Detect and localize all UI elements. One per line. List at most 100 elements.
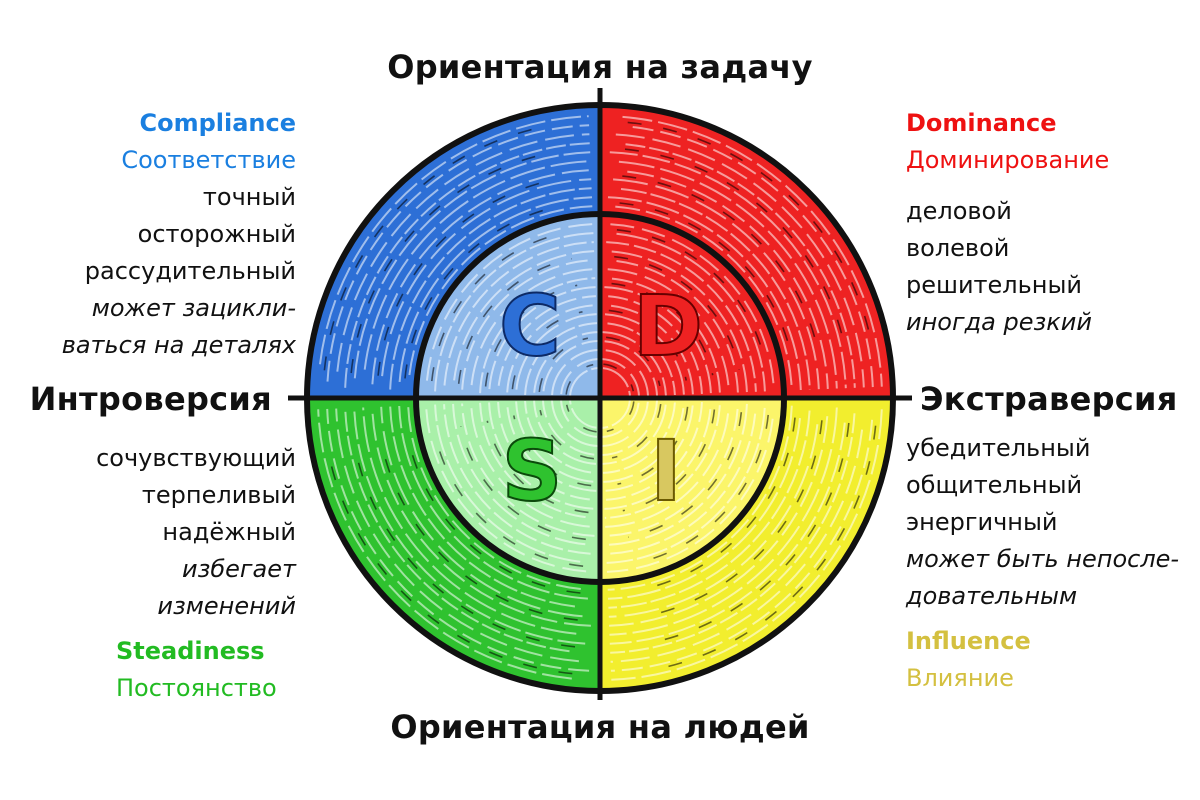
ring-stroke (601, 401, 649, 447)
influence-caveat: довательным (906, 582, 1078, 610)
compliance-title-en: Compliance (139, 109, 296, 137)
influence-block: убедительный общительный энергичный може… (906, 430, 1179, 697)
ring-stroke (371, 169, 591, 385)
ring-stroke (434, 404, 581, 563)
ring-stroke (602, 358, 640, 397)
ring-stroke-dark (627, 121, 873, 344)
ring-stroke-dark (565, 404, 597, 433)
ring-stroke (611, 277, 721, 394)
ring-stroke (453, 250, 595, 381)
ring-stroke-dark (614, 255, 740, 370)
ring-stroke-dark (628, 412, 743, 538)
ring-stroke-dark (616, 229, 767, 365)
axis-label-right: Экстраверсия (920, 380, 1178, 418)
ring-stroke-dark (539, 409, 594, 460)
ring-stroke-dark (460, 426, 586, 541)
ring-stroke-dark (611, 282, 714, 376)
compliance-trait: точный (202, 183, 296, 211)
steadiness-trait: сочувствующий (96, 444, 296, 472)
ring-stroke-dark (486, 420, 589, 514)
ring-stroke (443, 241, 594, 386)
influence-caveat: может быть непосле- (906, 545, 1180, 573)
ring-stroke (542, 340, 598, 392)
ring-stroke (524, 400, 592, 474)
ring-stroke-dark (327, 452, 573, 675)
ring-stroke-dark (433, 431, 584, 567)
ring-stroke-dark (350, 152, 551, 374)
ring-stroke-dark (611, 404, 662, 459)
ring-stroke (389, 187, 592, 390)
ring-stroke (611, 250, 748, 393)
ring-stroke-dark (606, 336, 661, 387)
ring-stroke (362, 407, 577, 635)
steadiness-caveat: избегает (182, 555, 296, 583)
ring-stroke (608, 410, 811, 609)
compliance-block: Compliance Соответствие точный осторожны… (62, 105, 296, 364)
ring-stroke-dark (484, 284, 578, 387)
ring-stroke (610, 304, 694, 395)
ring-stroke (425, 223, 594, 381)
ring-stroke (609, 416, 829, 627)
ring-stroke (434, 232, 594, 392)
ring-stroke (608, 424, 819, 618)
ring-stroke (326, 408, 590, 672)
ring-stroke (461, 403, 595, 537)
ring-stroke (515, 401, 594, 483)
steadiness-caveat: изменений (157, 592, 296, 620)
ring-stroke (398, 196, 593, 382)
dominance-trait: деловой (906, 197, 1012, 225)
dominance-trait: решительный (906, 271, 1083, 299)
ring-stroke-dark (603, 363, 635, 392)
ring-stroke (604, 408, 712, 510)
ring-stroke (604, 340, 658, 396)
ring-stroke-dark (354, 447, 576, 648)
compliance-caveat: ваться на деталях (61, 331, 296, 359)
dominance-block: Dominance Доминирование деловой волевой … (906, 105, 1109, 341)
ring-stroke (319, 115, 589, 365)
ring-stroke (470, 268, 595, 386)
ring-stroke (611, 409, 883, 681)
compliance-title-ru: Соответствие (121, 146, 296, 174)
ring-stroke-dark (644, 420, 823, 618)
ring-stroke (616, 232, 766, 392)
steadiness-trait: надёжный (162, 518, 296, 546)
ring-stroke (616, 260, 739, 393)
ring-stroke (603, 407, 685, 483)
ring-stroke (551, 399, 599, 447)
ring-stroke (407, 405, 581, 590)
ring-stroke-dark (622, 175, 820, 354)
ring-stroke (605, 349, 649, 397)
ring-stroke-dark (538, 337, 589, 392)
ring-stroke-dark (323, 125, 546, 371)
ring-stroke (398, 405, 588, 600)
ring-stroke (452, 403, 586, 546)
ring-stroke-dark (606, 401, 635, 433)
ring-stroke (604, 405, 721, 519)
ring-stroke (606, 413, 757, 555)
ring-stroke-dark (624, 148, 846, 349)
ring-stroke (610, 223, 775, 392)
ring-stroke (497, 402, 590, 501)
letter-i: I (650, 422, 681, 520)
axis-label-bottom: Ориентация на людей (390, 708, 810, 746)
ring-stroke (560, 358, 599, 395)
letter-c: C (499, 277, 561, 375)
ring-stroke (615, 205, 793, 391)
ring-stroke-dark (380, 442, 578, 621)
ring-stroke (542, 400, 595, 456)
ring-stroke (488, 402, 594, 510)
ring-stroke (606, 241, 757, 392)
ring-stroke-dark (649, 422, 850, 644)
ring-stroke (604, 313, 685, 395)
ring-stroke-dark (622, 409, 716, 512)
ring-stroke (533, 331, 598, 393)
influence-trait: общительный (906, 471, 1083, 499)
dominance-title-ru: Доминирование (906, 146, 1110, 174)
ring-stroke (353, 407, 586, 645)
steadiness-block: сочувствующий терпеливый надёжный избега… (96, 440, 296, 625)
compliance-trait: рассудительный (84, 257, 296, 285)
ring-stroke (363, 160, 591, 370)
ring-stroke (607, 196, 802, 391)
ring-stroke (479, 402, 586, 519)
ring-stroke (609, 422, 846, 645)
